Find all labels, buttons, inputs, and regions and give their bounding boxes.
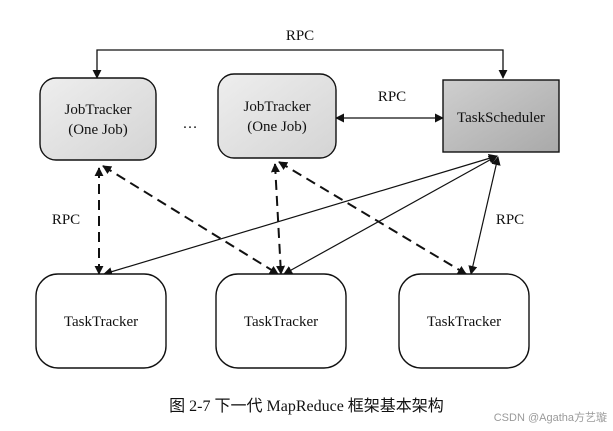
- jobtracker-1-node: JobTracker (One Job): [39, 77, 157, 161]
- dashed-jt1-tt2: [102, 165, 279, 275]
- jobtracker-2-line2: (One Job): [247, 119, 307, 135]
- rpc-right-label: RPC: [496, 212, 524, 228]
- figure-caption: 图 2-7 下一代 MapReduce 框架基本架构: [169, 398, 444, 415]
- task-scheduler-label: TaskScheduler: [457, 110, 545, 126]
- tasktracker-1-node: TaskTracker: [35, 273, 167, 369]
- rpc-middle-label: RPC: [378, 89, 406, 105]
- task-scheduler-node: TaskScheduler: [442, 79, 560, 153]
- rpc-top-connector: [92, 49, 508, 79]
- dashed-jt2-tt2: [270, 163, 286, 275]
- tasktracker-2-label: TaskTracker: [244, 314, 318, 330]
- tasktracker-1-label: TaskTracker: [64, 314, 138, 330]
- watermark: CSDN @Agatha方艺璇: [493, 412, 607, 424]
- jobtracker-1-line2: (One Job): [68, 122, 128, 138]
- tasktracker-2-node: TaskTracker: [215, 273, 347, 369]
- rpc-left-label: RPC: [52, 212, 80, 228]
- jobtracker-1-line1: JobTracker: [65, 102, 132, 118]
- solid-scheduler-tt3: [468, 156, 501, 275]
- tasktracker-3-label: TaskTracker: [427, 314, 501, 330]
- jobtracker-2-line1: JobTracker: [244, 99, 311, 115]
- jobtracker-2-node: JobTracker (One Job): [217, 73, 337, 159]
- ellipsis: …: [183, 116, 198, 132]
- dashed-jt2-tt3: [278, 161, 467, 275]
- tasktracker-3-node: TaskTracker: [398, 273, 530, 369]
- solid-scheduler-tt2: [283, 155, 498, 275]
- rpc-top-label: RPC: [286, 28, 314, 44]
